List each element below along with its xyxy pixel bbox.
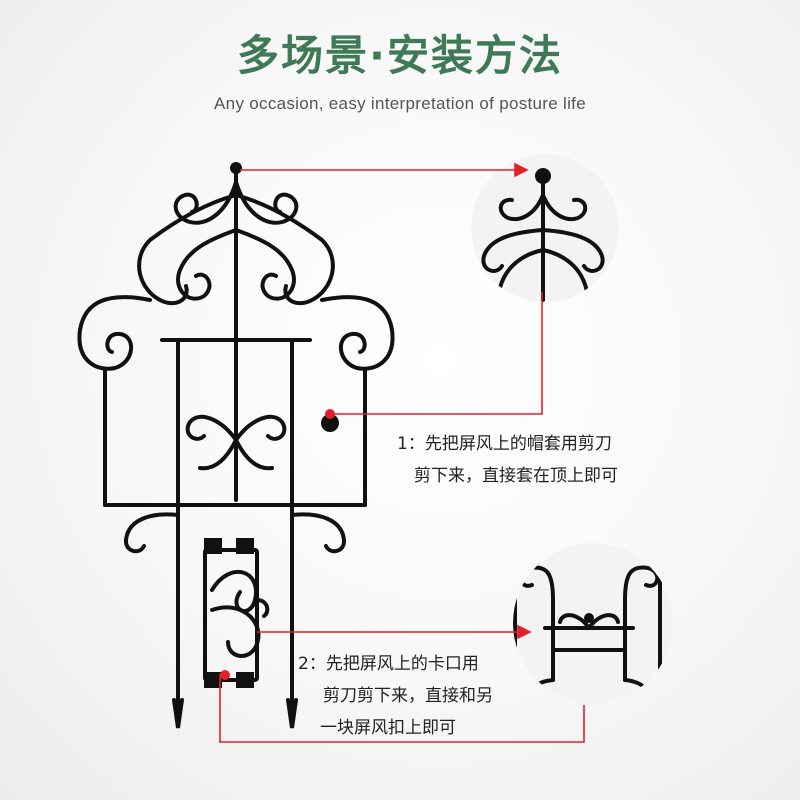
step-2-line-1: 2：先把屏风上的卡口用 <box>298 654 479 674</box>
step-1-line-1: 1：先把屏风上的帽套用剪刀 <box>397 434 612 454</box>
step-2-line-3: 一块屏风扣上即可 <box>320 718 456 738</box>
clip-detail-view <box>513 543 673 703</box>
step-1-line-2: 剪下来，直接套在顶上即可 <box>414 466 618 486</box>
finial-detail-view <box>471 154 619 302</box>
step-1-instruction: 1：先把屏风上的帽套用剪刀 剪下来，直接套在顶上即可 <box>397 428 618 492</box>
step-2-instruction: 2：先把屏风上的卡口用 剪刀剪下来，直接和另 一块屏风扣上即可 <box>298 648 493 744</box>
page-title: 多场景·安装方法 <box>237 31 563 80</box>
annotation-lines <box>219 162 585 743</box>
page-subtitle: Any occasion, easy interpretation of pos… <box>214 94 586 113</box>
step-2-line-2: 剪刀剪下来，直接和另 <box>323 686 493 706</box>
fence-panel <box>77 162 395 729</box>
